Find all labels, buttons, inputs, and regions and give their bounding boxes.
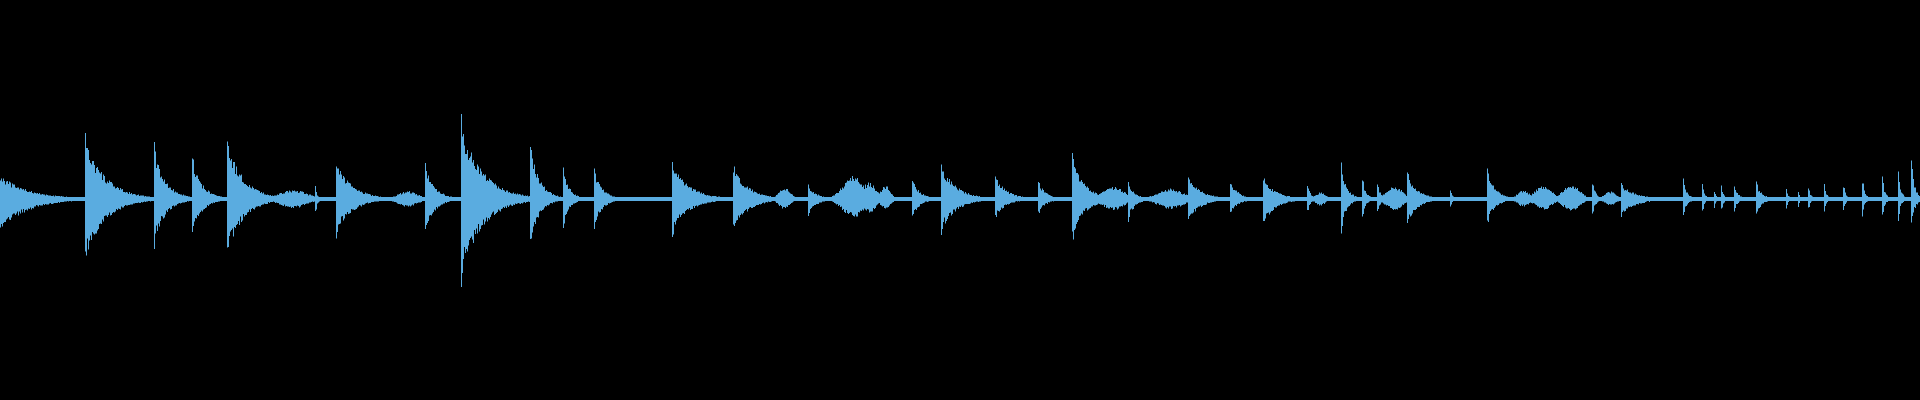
waveform-shape xyxy=(0,113,1920,288)
